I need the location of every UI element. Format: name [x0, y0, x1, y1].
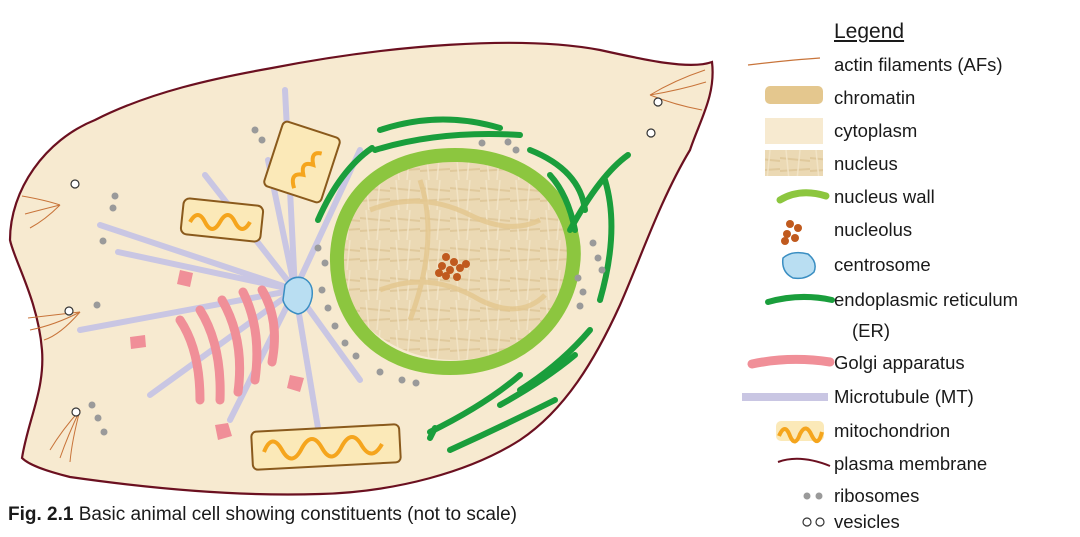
centrosome [283, 277, 312, 314]
figure-caption: Fig. 2.1 Basic animal cell showing const… [8, 504, 517, 526]
legend-golgi-symbol [752, 359, 830, 364]
legend-symbols [742, 58, 832, 526]
legend-label-centrosome: centrosome [834, 254, 931, 276]
legend-label-er: endoplasmic reticulum [834, 289, 1018, 311]
legend-nucleus-symbol [765, 150, 823, 176]
legend-nucleolus-symbol [781, 220, 802, 245]
legend-label-mitochondrion: mitochondrion [834, 420, 950, 442]
legend-label-membrane: plasma membrane [834, 453, 987, 475]
legend-label-chromatin: chromatin [834, 87, 915, 109]
legend-label-golgi: Golgi apparatus [834, 352, 965, 374]
legend-mito-symbol [776, 421, 824, 442]
legend-cytoplasm-symbol [765, 118, 823, 144]
legend-er-symbol [768, 297, 832, 302]
legend-label-vesicles: vesicles [834, 511, 900, 533]
figure-caption-label: Fig. 2.1 [8, 504, 73, 525]
legend-label-actin: actin filaments (AFs) [834, 54, 1003, 76]
legend-label-cytoplasm: cytoplasm [834, 120, 917, 142]
legend-label-er-abbrev: (ER) [852, 320, 890, 342]
legend-microtubule-symbol [742, 393, 828, 401]
legend-membrane-symbol [778, 459, 830, 466]
legend-label-nucleus: nucleus [834, 153, 898, 175]
mitochondrion-bottom [251, 424, 401, 470]
legend-ribosomes-symbol [804, 493, 823, 500]
legend-actin-symbol [748, 58, 820, 65]
legend-title: Legend [834, 20, 904, 44]
legend-centrosome-symbol [783, 253, 815, 279]
figure-caption-text: Basic animal cell showing constituents (… [79, 504, 517, 525]
mitochondrion-left [180, 198, 263, 242]
legend-nucleus-wall-symbol [780, 193, 826, 200]
legend-chromatin-symbol [765, 86, 823, 104]
legend-vesicles-symbol [803, 518, 824, 526]
legend-label-microtubule: Microtubule (MT) [834, 386, 974, 408]
legend-label-ribosomes: ribosomes [834, 485, 919, 507]
legend-label-nucleolus: nucleolus [834, 219, 912, 241]
legend-label-nucleus-wall: nucleus wall [834, 186, 935, 208]
